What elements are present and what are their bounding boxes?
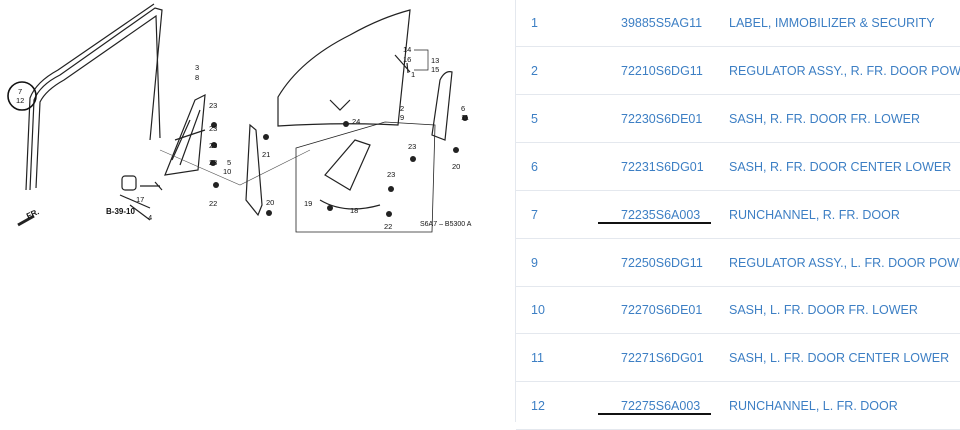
parts-row[interactable]: 5 72230S6DE01 SASH, R. FR. DOOR FR. LOWER [516, 96, 960, 143]
svg-text:6: 6 [461, 104, 465, 113]
svg-text:23: 23 [408, 142, 416, 151]
exploded-view-drawing: 7 12 3 8 23 23 23 23 22 4 17 5 10 21 20 … [7, 3, 472, 233]
svg-text:14: 14 [403, 45, 411, 54]
svg-text:16: 16 [403, 55, 411, 64]
svg-text:23: 23 [209, 124, 217, 133]
part-number-link[interactable]: 39885S5AG11 [621, 16, 703, 30]
ref-number: 6 [531, 159, 538, 174]
part-description: REGULATOR ASSY., L. FR. DOOR POWER [729, 255, 960, 270]
part-number-link[interactable]: 72235S6A003 [621, 207, 701, 222]
part-number-link[interactable]: 72250S6DG11 [621, 255, 703, 270]
part-description: LABEL, IMMOBILIZER & SECURITY [729, 16, 935, 30]
part-number-link[interactable]: 72231S6DG01 [621, 159, 704, 174]
part-number-link[interactable]: 72210S6DG11 [621, 63, 703, 78]
parts-row[interactable]: 6 72231S6DG01 SASH, R. FR. DOOR CENTER LOW… [516, 144, 960, 191]
part-number-link[interactable]: 72270S6DE01 [621, 303, 703, 318]
diagram-ref-code: B-39-10 [106, 207, 135, 216]
svg-text:22: 22 [209, 199, 217, 208]
svg-text:24: 24 [352, 117, 360, 126]
callout-bottom: 12 [16, 96, 24, 105]
svg-text:2: 2 [400, 104, 404, 113]
part-description: REGULATOR ASSY., R. FR. DOOR POWER [729, 63, 960, 78]
bolt-icons [210, 115, 468, 217]
svg-text:1: 1 [411, 70, 415, 79]
svg-text:23: 23 [209, 158, 217, 167]
part-number-underline [598, 413, 711, 416]
ref-number: 2 [531, 63, 538, 78]
svg-text:19: 19 [304, 199, 312, 208]
svg-text:13: 13 [431, 56, 439, 65]
circled-callout [7, 81, 37, 111]
svg-text:20: 20 [266, 198, 274, 207]
parts-row[interactable]: 7 72235S6A003 RUNCHANNEL, R. FR. DOOR [516, 192, 960, 239]
ref-number: 11 [531, 351, 544, 366]
svg-text:20: 20 [452, 162, 460, 171]
svg-text:17: 17 [136, 195, 144, 204]
svg-text:23: 23 [209, 141, 217, 150]
parts-row[interactable]: 9 72250S6DG11 REGULATOR ASSY., L. FR. DOOR… [516, 240, 960, 287]
ref-number: 5 [531, 111, 538, 126]
part-description: RUNCHANNEL, R. FR. DOOR [729, 207, 900, 222]
part-description: SASH, R. FR. DOOR CENTER LOWER [729, 159, 952, 174]
part-number-link[interactable]: 72271S6DG01 [621, 351, 704, 366]
parts-row[interactable]: 12 72275S6A003 RUNCHANNEL, L. FR. DOOR [516, 383, 960, 430]
ref-number: 1 [531, 16, 538, 30]
ref-number: 7 [531, 207, 538, 222]
parts-list: 1 39885S5AG11 LABEL, IMMOBILIZER & SECURIT… [515, 0, 960, 430]
ref-number: 10 [531, 303, 545, 318]
ref-number: 12 [531, 399, 545, 414]
front-direction-label: FR. [25, 207, 40, 221]
parts-row[interactable]: 1 39885S5AG11 LABEL, IMMOBILIZER & SECURIT… [516, 0, 960, 47]
part-description: RUNCHANNEL, L. FR. DOOR [729, 399, 898, 414]
svg-text:8: 8 [195, 73, 199, 82]
svg-text:3: 3 [195, 63, 199, 72]
svg-text:23: 23 [387, 170, 395, 179]
svg-text:23: 23 [209, 101, 217, 110]
part-number-link[interactable]: 72275S6A003 [621, 399, 701, 414]
svg-text:9: 9 [400, 113, 404, 122]
part-number-link[interactable]: 72230S6DE01 [621, 111, 703, 126]
svg-text:10: 10 [223, 167, 231, 176]
parts-row[interactable]: 11 72271S6DG01 SASH, L. FR. DOOR CENTER LO… [516, 335, 960, 383]
svg-text:21: 21 [262, 150, 270, 159]
svg-text:11: 11 [461, 113, 469, 122]
part-description: SASH, R. FR. DOOR FR. LOWER [729, 111, 920, 126]
callout-top: 7 [18, 87, 22, 96]
parts-diagram: 7 12 3 8 23 23 23 23 22 4 17 5 10 21 20 … [0, 0, 488, 422]
svg-text:18: 18 [350, 206, 358, 215]
svg-text:5: 5 [227, 158, 231, 167]
runchannel-shape [29, 7, 163, 191]
ref-number: 9 [531, 255, 538, 270]
figure-code: S6A7 – B5300 A [420, 221, 472, 228]
part-description: SASH, L. FR. DOOR FR. LOWER [729, 303, 918, 318]
parts-row[interactable]: 2 72210S6DG11 REGULATOR ASSY., R. FR. DOOR… [516, 48, 960, 95]
svg-text:4: 4 [148, 213, 152, 222]
part-description: SASH, L. FR. DOOR CENTER LOWER [729, 351, 950, 366]
part-number-underline [598, 221, 711, 224]
svg-text:22: 22 [384, 222, 392, 231]
svg-text:15: 15 [431, 65, 439, 74]
parts-row[interactable]: 10 72270S6DE01 SASH, L. FR. DOOR FR. LOWER [516, 287, 960, 335]
